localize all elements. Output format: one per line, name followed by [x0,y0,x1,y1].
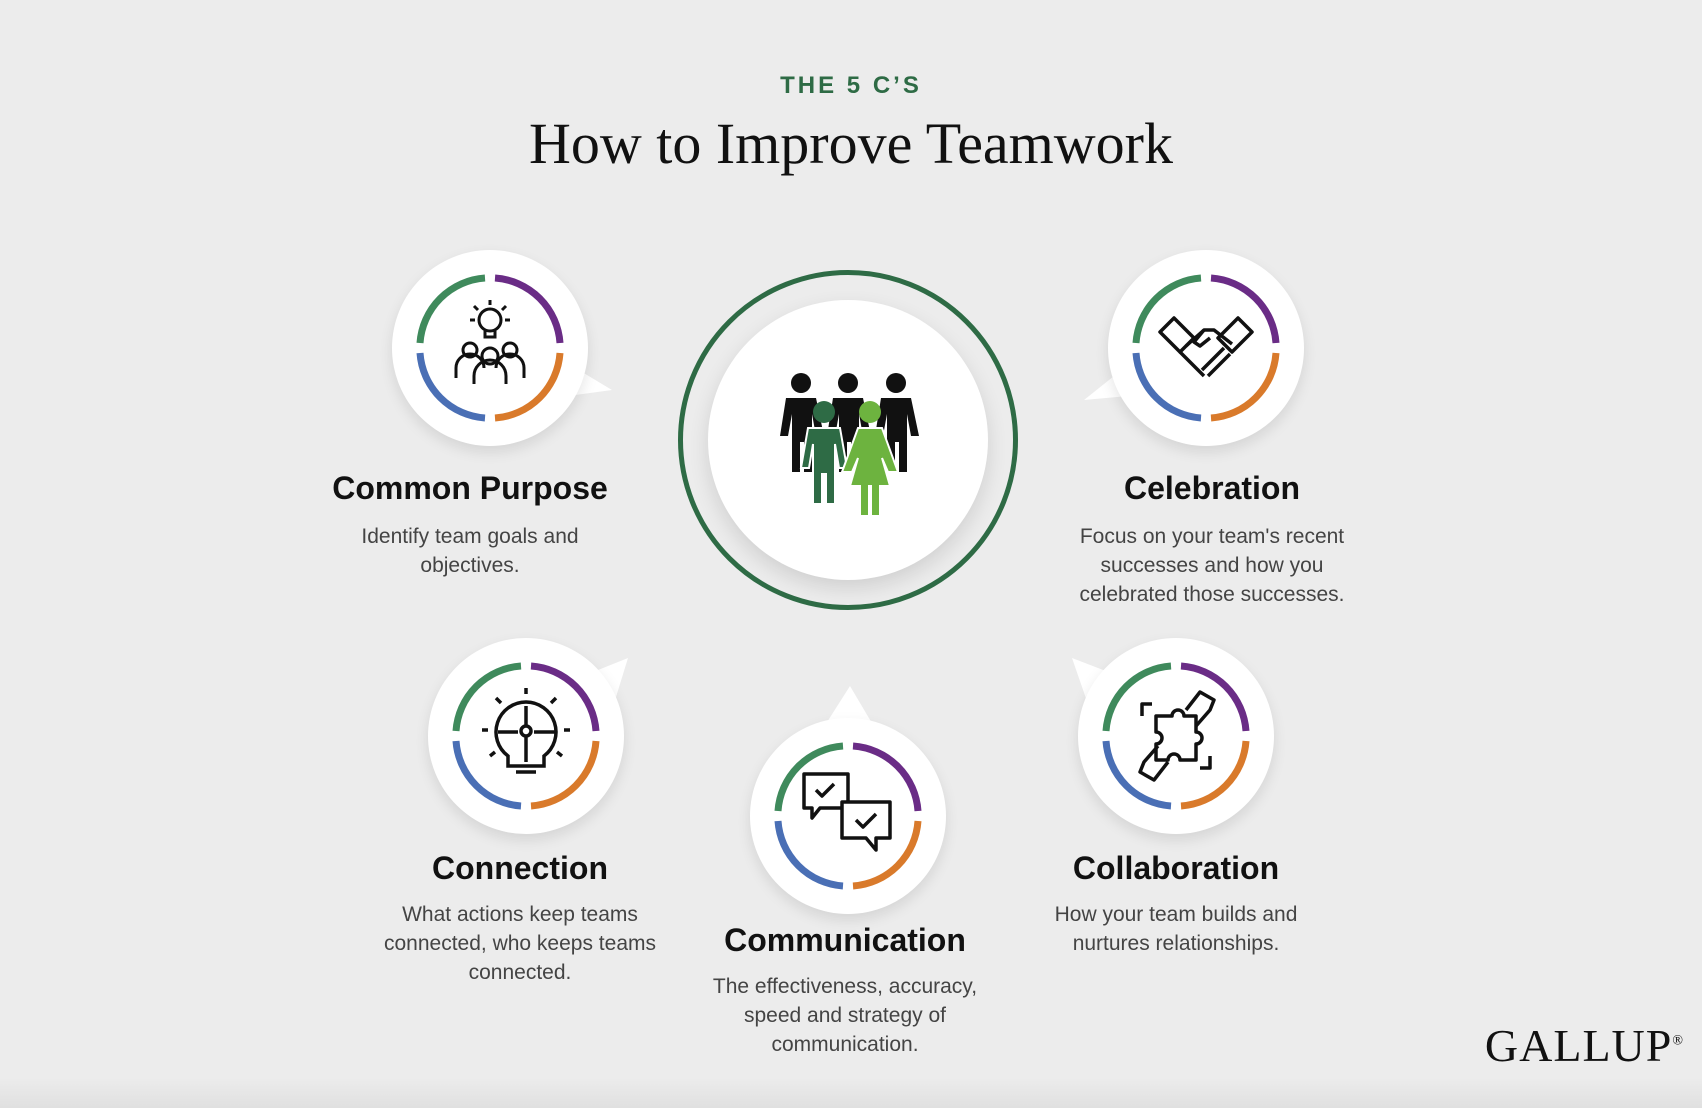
celebration-node [1084,250,1304,446]
connection-title: Connection [432,850,608,886]
description-line: How your team builds and [1054,903,1298,926]
center-disc [708,300,988,580]
team-people-icon [780,373,919,517]
puzzle-hands-icon [1138,690,1216,782]
connection-node [428,638,628,834]
description-line: speed and strategy of [744,1004,946,1027]
common-purpose-description: Identify team goals and objectives. [300,522,640,580]
communication-description: The effectiveness, accuracy, speed and s… [675,972,1015,1059]
description-line: successes and how you [1100,554,1324,577]
celebration-description: Focus on your team's recent successes an… [1042,522,1382,609]
logo-text: GALLUP [1484,1020,1673,1071]
chat-bubbles-check-icon [802,772,892,852]
description-line: objectives. [420,554,520,577]
eyebrow-label: THE 5 C’S [780,72,922,99]
description-line: nurtures relationships. [1072,932,1280,955]
description-line: celebrated those successes. [1079,583,1345,606]
description-line: Identify team goals and [361,525,579,548]
handshake-icon [1158,316,1254,378]
gallup-logo: GALLUP® [1485,1019,1684,1072]
description-line: What actions keep teams [402,903,638,926]
common-purpose-node [392,250,612,446]
description-line: Focus on your team's recent [1079,525,1345,548]
registered-mark: ® [1672,1033,1684,1049]
center-ring [678,270,1018,610]
description-line: communication. [771,1033,919,1056]
footer-strip [0,1078,1702,1108]
collaboration-description: How your team builds and nurtures relati… [1006,900,1346,958]
description-line: connected. [468,961,572,984]
description-line: connected, who keeps teams [384,932,656,955]
communication-node [750,686,946,914]
collaboration-title: Collaboration [1072,850,1280,886]
page-title: How to Improve Teamwork [528,111,1173,176]
description-line: The effectiveness, accuracy, [712,975,978,998]
connection-description: What actions keep teams connected, who k… [350,900,690,987]
celebration-title: Celebration [1123,470,1301,506]
communication-title: Communication [724,922,966,958]
lightbulb-group-icon [454,300,526,384]
common-purpose-title: Common Purpose [332,470,608,506]
puzzle-lightbulb-icon [482,688,570,774]
collaboration-node [1072,638,1274,834]
